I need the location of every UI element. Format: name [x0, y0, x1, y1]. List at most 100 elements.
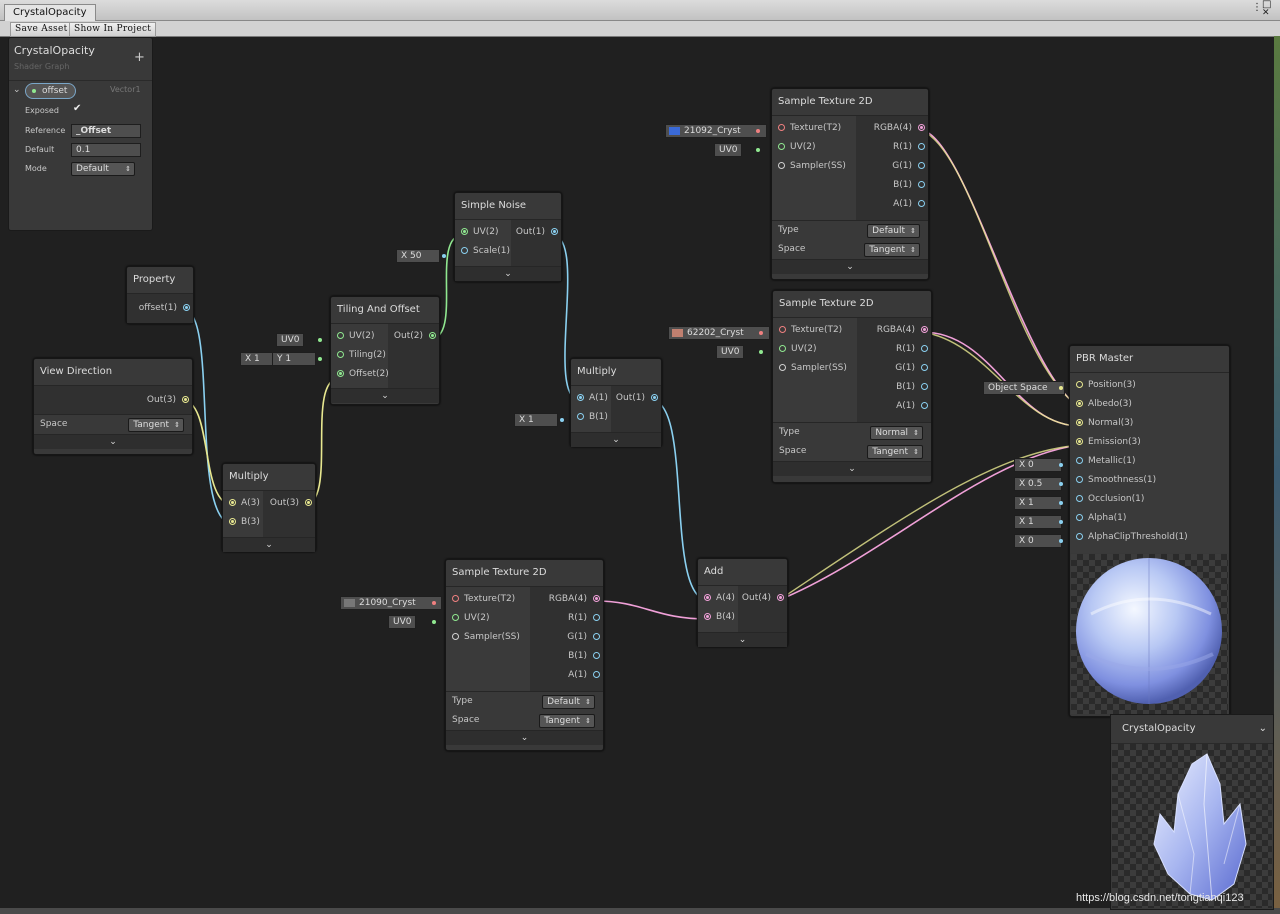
output-port-icon[interactable]	[918, 200, 925, 207]
output-port-icon[interactable]	[593, 614, 600, 621]
mode-dropdown[interactable]: Default	[71, 162, 135, 176]
uv-channel-field[interactable]: UV0	[388, 615, 417, 629]
input-port-icon[interactable]	[779, 345, 786, 352]
output-port-icon[interactable]	[777, 594, 784, 601]
show-in-project-button[interactable]: Show In Project	[69, 22, 157, 37]
output-port-icon[interactable]	[918, 181, 925, 188]
space-dropdown[interactable]: Tangent	[864, 243, 920, 257]
add-property-button[interactable]: +	[134, 50, 145, 65]
window-tab[interactable]: CrystalOpacity	[4, 4, 96, 21]
position-space-field[interactable]: Object Space	[983, 381, 1065, 395]
simple-noise-node[interactable]: Simple Noise UV(2) Scale(1) Out(1) ⌄	[454, 192, 562, 282]
output-port-icon[interactable]	[651, 394, 658, 401]
output-port-icon[interactable]	[305, 499, 312, 506]
output-port-icon[interactable]	[921, 364, 928, 371]
uv-channel-field[interactable]: UV0	[714, 143, 743, 157]
metallic-field[interactable]: X 0	[1014, 458, 1062, 472]
menu-icon[interactable]: ⋮	[1252, 2, 1262, 13]
input-port-icon[interactable]	[452, 595, 459, 602]
output-port-icon[interactable]	[921, 383, 928, 390]
collapse-chevron-icon[interactable]: ⌄	[223, 537, 315, 552]
sample-texture-node-2[interactable]: Sample Texture 2D Texture(T2) UV(2) Samp…	[772, 290, 932, 483]
reference-field[interactable]: _Offset	[71, 124, 141, 138]
input-port-icon[interactable]	[1076, 495, 1083, 502]
input-port-icon[interactable]	[1076, 419, 1083, 426]
input-port-icon[interactable]	[1076, 514, 1083, 521]
collapse-chevron-icon[interactable]: ⌄	[34, 434, 192, 449]
output-port-icon[interactable]	[918, 143, 925, 150]
expand-chevron-icon[interactable]: ⌄	[13, 85, 21, 95]
collapse-chevron-icon[interactable]: ⌄	[772, 259, 928, 274]
output-port-icon[interactable]	[429, 332, 436, 339]
output-port-icon[interactable]	[182, 396, 189, 403]
space-dropdown[interactable]: Tangent	[867, 445, 923, 459]
pbr-master-node[interactable]: PBR Master Position(3) Albedo(3) Normal(…	[1069, 345, 1230, 717]
input-port-icon[interactable]	[337, 351, 344, 358]
input-port-icon[interactable]	[337, 332, 344, 339]
input-port-icon[interactable]	[704, 594, 711, 601]
output-port-icon[interactable]	[918, 162, 925, 169]
collapse-chevron-icon[interactable]: ⌄	[571, 432, 661, 447]
collapse-chevron-icon[interactable]: ⌄	[773, 461, 931, 476]
input-port-icon[interactable]	[779, 326, 786, 333]
input-port-icon[interactable]	[778, 162, 785, 169]
collapse-chevron-icon[interactable]: ⌄	[446, 730, 603, 745]
sample-texture-node-1[interactable]: Sample Texture 2D Texture(T2) UV(2) Samp…	[771, 88, 929, 280]
output-port-icon[interactable]	[551, 228, 558, 235]
maximize-icon[interactable]: □	[1262, 0, 1272, 10]
multiply-node-1[interactable]: Multiply A(3) B(3) Out(3) ⌄	[222, 463, 316, 552]
scale-field[interactable]: X 50	[396, 249, 440, 263]
output-port-icon[interactable]	[921, 402, 928, 409]
output-port-icon[interactable]	[183, 304, 190, 311]
input-port-icon[interactable]	[778, 143, 785, 150]
collapse-chevron-icon[interactable]: ⌄	[698, 632, 787, 647]
input-port-icon[interactable]	[779, 364, 786, 371]
graph-canvas[interactable]: Property offset(1) View Direction Out(3)…	[4, 37, 1274, 908]
output-port-icon[interactable]	[593, 652, 600, 659]
multiply-node-2[interactable]: Multiply A(1) B(1) Out(1) ⌄	[570, 358, 662, 447]
close-icon[interactable]: ✕	[1262, 8, 1270, 18]
input-port-icon[interactable]	[452, 633, 459, 640]
input-port-icon[interactable]	[577, 413, 584, 420]
input-port-icon[interactable]	[229, 518, 236, 525]
output-port-icon[interactable]	[593, 595, 600, 602]
input-port-icon[interactable]	[778, 124, 785, 131]
tiling-x-field[interactable]: X 1	[240, 352, 274, 366]
sample-texture-node-3[interactable]: Sample Texture 2D Texture(T2) UV(2) Samp…	[445, 559, 604, 751]
output-port-icon[interactable]	[918, 124, 925, 131]
collapse-chevron-icon[interactable]: ⌄	[331, 388, 439, 403]
property-node[interactable]: Property offset(1)	[126, 266, 194, 324]
space-dropdown[interactable]: Tangent	[128, 418, 184, 432]
input-port-icon[interactable]	[1076, 457, 1083, 464]
input-port-icon[interactable]	[461, 228, 468, 235]
type-dropdown[interactable]: Normal	[870, 426, 923, 440]
input-port-icon[interactable]	[452, 614, 459, 621]
uv-channel-field[interactable]: UV0	[276, 333, 305, 347]
exposed-checkbox[interactable]: ✔	[73, 103, 82, 114]
type-dropdown[interactable]: Default	[867, 224, 920, 238]
uv-channel-field[interactable]: UV0	[716, 345, 745, 359]
input-port-icon[interactable]	[1076, 400, 1083, 407]
input-port-icon[interactable]	[1076, 476, 1083, 483]
type-dropdown[interactable]: Default	[542, 695, 595, 709]
output-port-icon[interactable]	[921, 345, 928, 352]
main-preview-panel[interactable]: CrystalOpacity ⌄	[1110, 714, 1274, 910]
tiling-y-field[interactable]: Y 1	[272, 352, 316, 366]
tiling-and-offset-node[interactable]: Tiling And Offset UV(2) Tiling(2) Offset…	[330, 296, 440, 405]
preview-dropdown-icon[interactable]: ⌄	[1258, 723, 1267, 734]
add-node[interactable]: Add A(4) B(4) Out(4) ⌄	[697, 558, 788, 647]
texture-field[interactable]: 21092_Cryst	[665, 124, 767, 138]
default-field[interactable]: 0.1	[71, 143, 141, 157]
multiply-b-field[interactable]: X 1	[514, 413, 558, 427]
texture-field[interactable]: 21090_Cryst	[340, 596, 442, 610]
smoothness-field[interactable]: X 0.5	[1014, 477, 1062, 491]
property-pill[interactable]: offset	[25, 83, 77, 99]
occlusion-field[interactable]: X 1	[1014, 496, 1062, 510]
space-dropdown[interactable]: Tangent	[539, 714, 595, 728]
input-port-icon[interactable]	[1076, 438, 1083, 445]
input-port-icon[interactable]	[337, 370, 344, 377]
alpha-clip-field[interactable]: X 0	[1014, 534, 1062, 548]
input-port-icon[interactable]	[229, 499, 236, 506]
input-port-icon[interactable]	[577, 394, 584, 401]
